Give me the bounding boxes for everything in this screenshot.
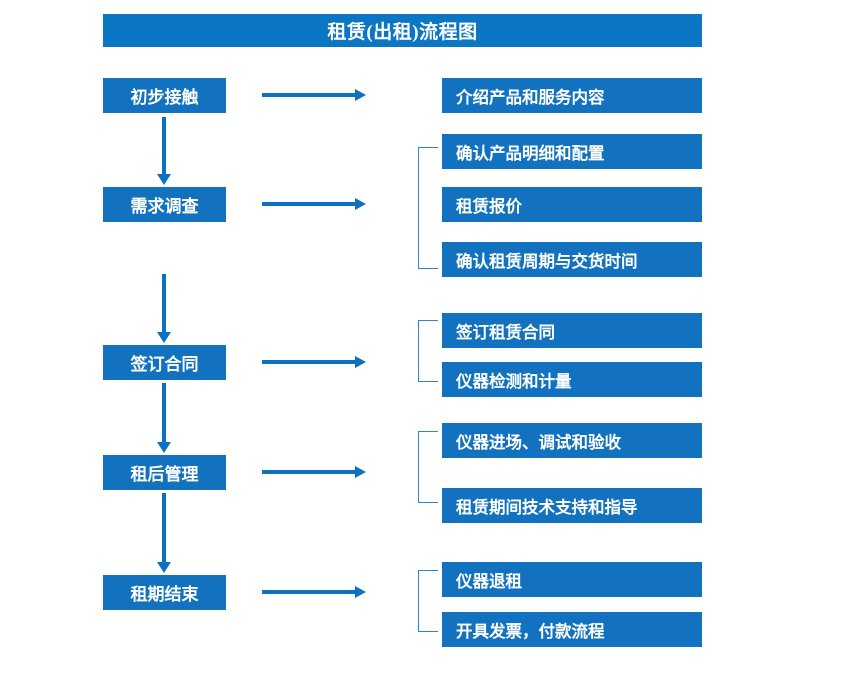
- arrow-down-stage-4-to-5: [157, 493, 171, 573]
- arrow-down-stage-3-to-4: [157, 383, 171, 453]
- arrow-right-stage-1: [262, 89, 366, 101]
- bracket-group-zuqi-jieshu: [418, 570, 438, 632]
- detail-box-zulin-qijian-jishu-zhichi[interactable]: 租赁期间技术支持和指导: [442, 488, 702, 523]
- arrow-down-stage-2-to-3: [157, 274, 171, 343]
- diagram-title: 租赁(出租)流程图: [103, 14, 702, 47]
- detail-box-queren-chanpin-mingxi[interactable]: 确认产品明细和配置: [442, 134, 702, 169]
- stage-box-chubu-jiechu[interactable]: 初步接触: [103, 78, 226, 113]
- detail-box-qianding-zulin-hetong[interactable]: 签订租赁合同: [442, 313, 702, 348]
- arrow-right-stage-2: [262, 198, 366, 210]
- detail-box-jieshao-chanpin[interactable]: 介绍产品和服务内容: [442, 78, 702, 113]
- arrow-right-stage-4: [262, 466, 366, 478]
- detail-box-yiqi-tuizu[interactable]: 仪器退租: [442, 562, 702, 597]
- stage-box-qianding-hetong[interactable]: 签订合同: [103, 345, 226, 380]
- bracket-group-zuhou-guanli: [418, 431, 438, 503]
- bracket-group-xuqiu-diaocha: [418, 147, 438, 269]
- bracket-group-qianding-hetong: [418, 320, 438, 382]
- arrow-down-stage-1-to-2: [157, 117, 171, 185]
- arrow-right-stage-3: [262, 356, 366, 368]
- detail-box-zulin-baojia[interactable]: 租赁报价: [442, 187, 702, 222]
- detail-box-kaiju-fapiao-fukuan[interactable]: 开具发票，付款流程: [442, 612, 702, 647]
- stage-box-xuqiu-diaocha[interactable]: 需求调查: [103, 187, 226, 222]
- detail-box-yiqi-jinchang-tiaoshi[interactable]: 仪器进场、调试和验收: [442, 423, 702, 458]
- arrow-right-stage-5: [262, 586, 366, 598]
- detail-box-yiqi-jiance-jiliang[interactable]: 仪器检测和计量: [442, 362, 702, 397]
- stage-box-zuhou-guanli[interactable]: 租后管理: [103, 455, 226, 490]
- detail-box-queren-zulin-zhouqi[interactable]: 确认租赁周期与交货时间: [442, 242, 702, 277]
- stage-box-zuqi-jieshu[interactable]: 租期结束: [103, 575, 226, 610]
